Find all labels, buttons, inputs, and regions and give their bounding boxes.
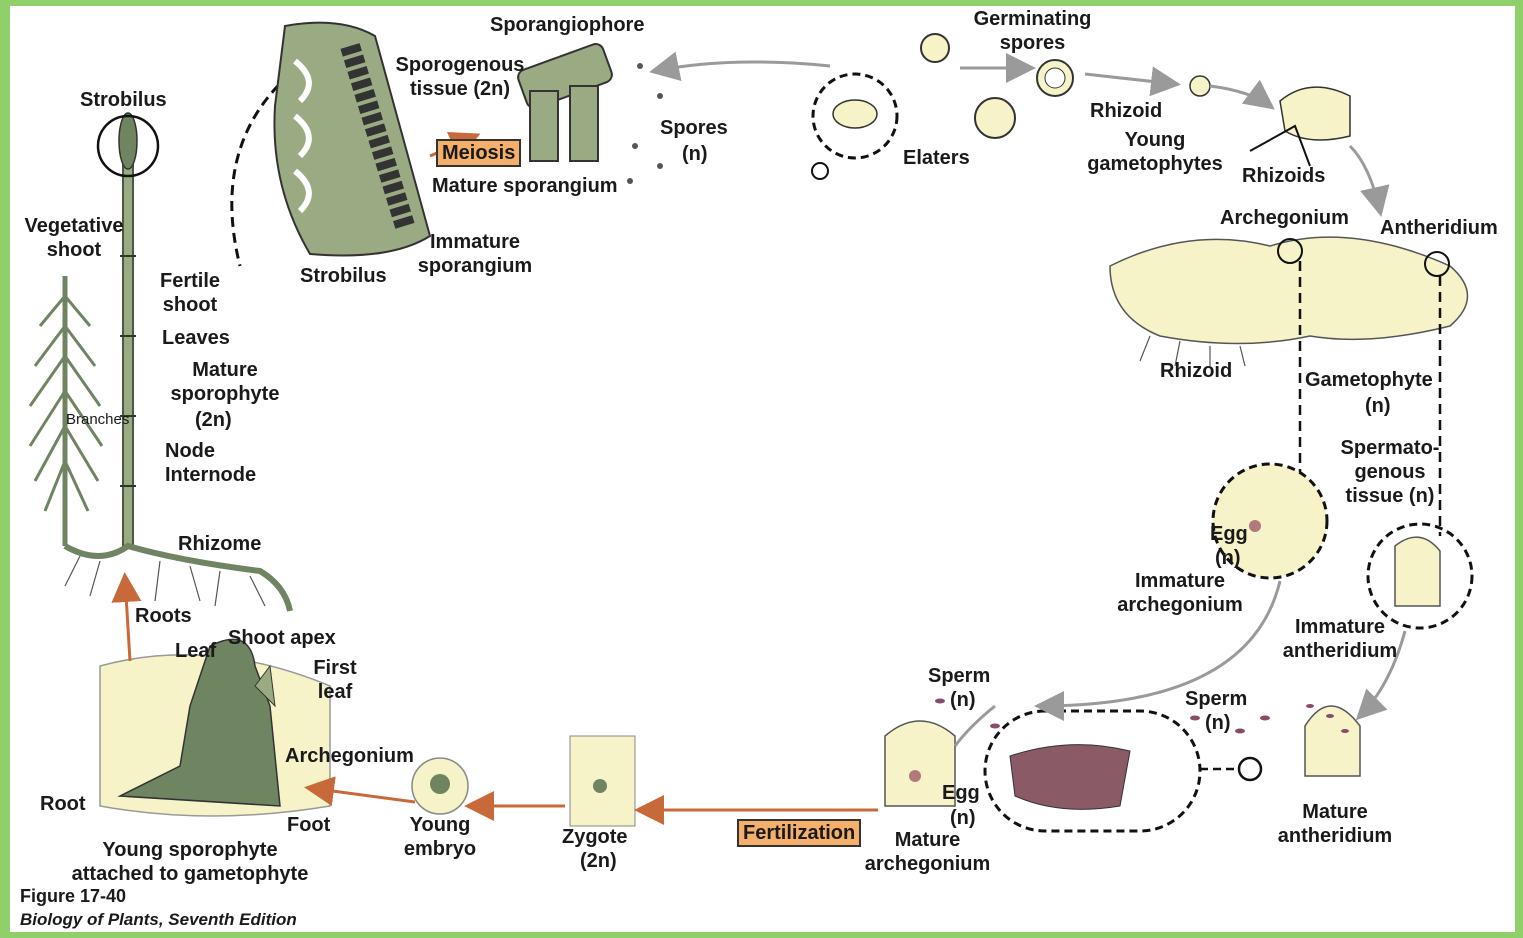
label-sperm-right: Sperm	[1185, 687, 1247, 711]
label-egg-lower: Egg	[942, 781, 980, 805]
label-immature-archegonium: Immature archegonium	[1105, 569, 1255, 617]
label-mature-antheridium: Mature antheridium	[1260, 800, 1410, 848]
label-sperm-right-ploidy: (n)	[1205, 711, 1231, 735]
immature-antheridium-drawing	[1368, 524, 1472, 628]
diagram-frame: Strobilus Vegetative shoot Fertile shoot…	[10, 6, 1515, 932]
label-mature-sporophyte: Mature sporophyte	[155, 358, 295, 406]
label-fertile-shoot: Fertile shoot	[150, 269, 230, 317]
label-branches: Branches	[66, 408, 129, 432]
mature-antheridium-drawing	[1305, 704, 1360, 776]
young-gametophyte-drawing	[1250, 87, 1350, 166]
label-sporogenous-tissue: Sporogenous tissue (2n)	[385, 53, 535, 101]
label-young-gametophytes: Young gametophytes	[1075, 128, 1235, 176]
label-egg-upper-ploidy: (n)	[1215, 546, 1241, 570]
label-leaf: Leaf	[175, 639, 216, 663]
label-egg-lower-ploidy: (n)	[950, 806, 976, 830]
label-young-sporophyte: Young sporophyte attached to gametophyte	[55, 838, 325, 886]
label-mature-sporophyte-ploidy: (2n)	[195, 408, 232, 432]
label-roots: Roots	[135, 604, 192, 628]
label-immature-sporangium: Immature sporangium	[410, 230, 540, 278]
label-rhizoids: Rhizoids	[1242, 164, 1325, 188]
label-strobilus-bottom: Strobilus	[300, 264, 387, 288]
label-mature-archegonium: Mature archegonium	[855, 828, 1000, 876]
figure-source: Biology of Plants, Seventh Edition	[20, 910, 297, 930]
label-rhizome: Rhizome	[178, 532, 261, 556]
label-root: Root	[40, 792, 86, 816]
label-sperm-left: Sperm	[928, 664, 990, 688]
label-germinating-spores: Germinating spores	[960, 7, 1105, 55]
label-spermatogenous-tissue: Spermato- genous tissue (n)	[1325, 436, 1455, 508]
label-archegonium-bottom: Archegonium	[285, 744, 414, 768]
label-sporangiophore: Sporangiophore	[490, 13, 644, 37]
zygote-drawing	[570, 736, 635, 826]
label-strobilus-top: Strobilus	[80, 88, 167, 112]
figure-number: Figure 17-40	[20, 886, 126, 907]
label-internode: Internode	[165, 463, 256, 487]
label-shoot-apex: Shoot apex	[228, 626, 336, 650]
label-zygote-ploidy: (2n)	[580, 849, 617, 873]
label-gametophyte-ploidy: (n)	[1365, 394, 1391, 418]
label-spores: Spores	[660, 116, 728, 140]
label-antheridium: Antheridium	[1380, 216, 1498, 240]
label-node: Node	[165, 439, 215, 463]
label-elaters: Elaters	[903, 146, 970, 170]
label-rhizoid-top: Rhizoid	[1090, 99, 1162, 123]
label-spores-ploidy: (n)	[682, 142, 708, 166]
label-young-embryo: Young embryo	[395, 813, 485, 861]
label-rhizoid-mid: Rhizoid	[1160, 359, 1232, 383]
label-vegetative-shoot: Vegetative shoot	[13, 214, 135, 262]
label-zygote: Zygote	[562, 825, 628, 849]
label-gametophyte: Gametophyte	[1305, 368, 1433, 392]
label-immature-antheridium: Immature antheridium	[1265, 615, 1415, 663]
label-first-leaf: First leaf	[300, 656, 370, 704]
young-sporophyte-drawing	[100, 639, 330, 816]
fertile-shoot-drawing	[98, 113, 158, 546]
label-mature-sporangium: Mature sporangium	[432, 174, 618, 198]
label-egg-upper: Egg	[1210, 522, 1248, 546]
label-fertilization: Fertilization	[737, 819, 861, 847]
young-embryo-drawing	[412, 758, 468, 814]
label-meiosis: Meiosis	[436, 139, 521, 167]
label-archegonium-top: Archegonium	[1220, 206, 1349, 230]
label-sperm-left-ploidy: (n)	[950, 688, 976, 712]
label-leaves: Leaves	[162, 326, 230, 350]
spores-drawing	[627, 63, 663, 184]
label-foot: Foot	[287, 813, 330, 837]
